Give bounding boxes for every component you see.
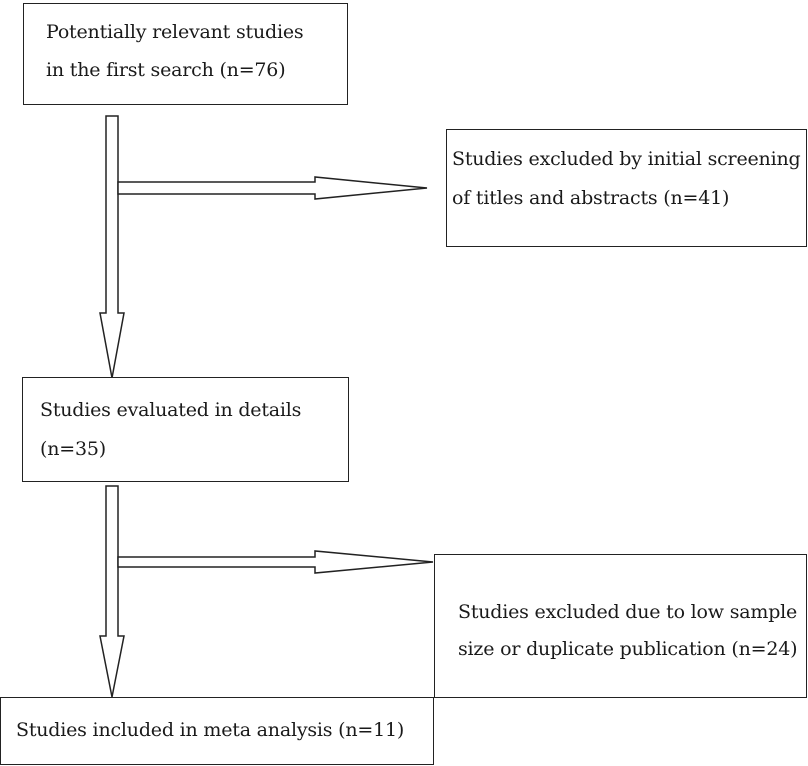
included-line1: Studies included in meta analysis (n=11)	[16, 719, 405, 741]
excluded-sample-line2: size or duplicate publication (n=24)	[458, 638, 798, 660]
evaluated-line1: Studies evaluated in details	[40, 399, 302, 421]
arrow-right-to-excluded-screening	[117, 176, 428, 200]
excluded-screening-line1: Studies excluded by initial screening	[452, 148, 801, 170]
excluded-screening-line2: of titles and abstracts (n=41)	[452, 187, 730, 209]
arrow-right-to-excluded-sample	[117, 550, 434, 574]
arrow-down-search-to-evaluated	[99, 115, 125, 379]
evaluated-box: Studies evaluated in details (n=35)	[22, 377, 349, 482]
arrow-down-evaluated-to-included	[99, 485, 125, 698]
initial-search-line1: Potentially relevant studies	[46, 21, 304, 43]
excluded-sample-line1: Studies excluded due to low sample	[458, 601, 798, 623]
evaluated-line2: (n=35)	[40, 438, 106, 460]
excluded-screening-box: Studies excluded by initial screening of…	[446, 129, 807, 247]
initial-search-line2: in the first search (n=76)	[46, 59, 286, 81]
included-box: Studies included in meta analysis (n=11)	[0, 697, 434, 765]
excluded-sample-box: Studies excluded due to low sample size …	[434, 554, 807, 698]
initial-search-box: Potentially relevant studies in the firs…	[23, 3, 348, 105]
